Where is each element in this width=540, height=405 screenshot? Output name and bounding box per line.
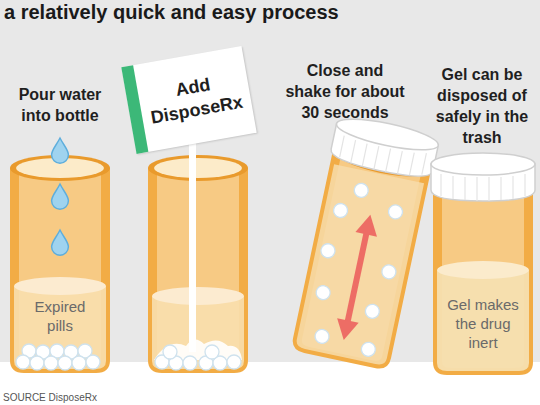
arrow-head — [333, 318, 359, 342]
powder-stream — [189, 140, 196, 352]
pill — [387, 204, 404, 221]
water-drop — [52, 138, 69, 163]
pill — [58, 356, 72, 370]
gel-surface — [437, 261, 529, 279]
bottle-two-pills — [154, 339, 242, 370]
shake-arrow — [333, 212, 381, 342]
pill — [72, 356, 86, 370]
pill — [16, 355, 30, 369]
node-text: Expired pills — [22, 297, 98, 335]
water — [14, 286, 106, 369]
pill — [44, 356, 58, 370]
source-note: SOURCE DisposeRx — [3, 392, 203, 404]
bottle-one — [10, 155, 110, 373]
pill — [30, 356, 44, 370]
bottle-cap — [431, 153, 535, 201]
pill — [353, 182, 370, 199]
node-text: Add DisposeRx — [142, 68, 248, 131]
pill-bottle — [148, 155, 248, 373]
pill-bottle: Gel makes the drug inert — [441, 295, 525, 352]
step-heading: Pour water into bottle — [5, 84, 115, 126]
bottle-three — [289, 113, 441, 371]
pill — [360, 341, 377, 358]
page-title: a relatively quick and easy process — [4, 0, 339, 24]
step-heading: Close and shake for about 30 seconds — [283, 60, 407, 123]
pill — [315, 284, 332, 301]
pill — [86, 355, 100, 369]
step-heading: Gel can be disposed of safely in the tra… — [428, 64, 536, 148]
pill — [183, 356, 197, 370]
water — [152, 296, 244, 369]
pill — [205, 345, 219, 359]
water-surface — [152, 287, 244, 305]
water-surface — [14, 277, 106, 295]
pill — [381, 264, 398, 281]
pill — [314, 328, 331, 345]
pill — [320, 242, 337, 259]
bottle-cap — [329, 113, 441, 182]
pill-bottle — [10, 155, 110, 373]
water-drop — [52, 184, 69, 209]
arrow-shaft — [347, 230, 367, 324]
water-drop — [52, 230, 69, 255]
pill — [163, 345, 177, 359]
pill — [227, 355, 241, 369]
node-text: Gel makes the drug inert — [441, 295, 525, 352]
gel — [437, 270, 529, 371]
bottle-two — [148, 155, 248, 373]
pill — [332, 202, 349, 219]
arrow-head — [355, 212, 381, 236]
pill-bottle: Expired pills — [22, 297, 98, 335]
mixture — [295, 164, 424, 366]
pill — [364, 303, 381, 320]
